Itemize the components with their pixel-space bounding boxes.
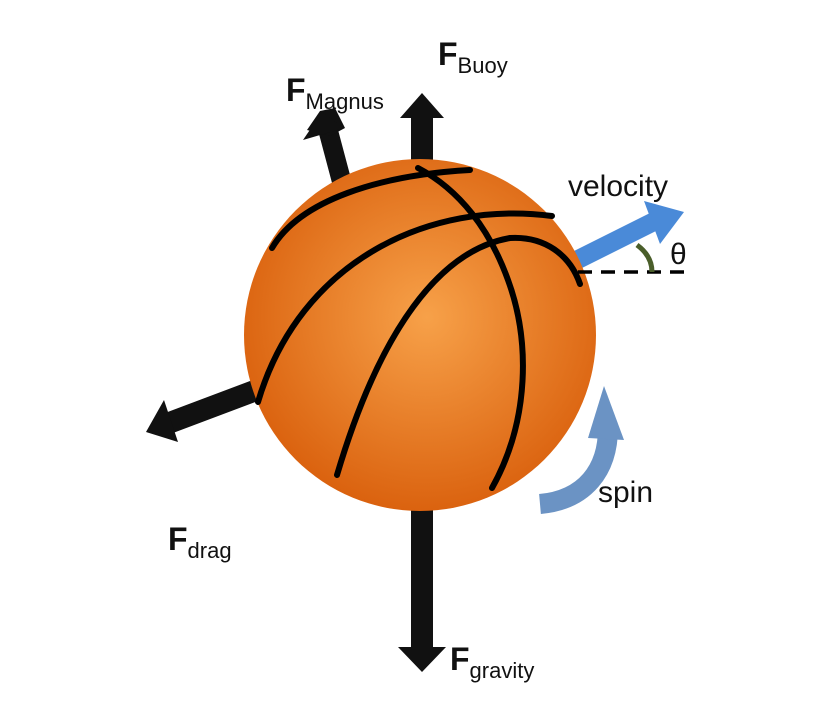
force-arrow-buoy [400,93,444,170]
label-f-drag: Fdrag [168,521,232,563]
angle-arc [637,245,652,272]
label-f-magnus: FMagnus [286,72,384,114]
force-arrow-drag [146,378,266,442]
label-velocity: velocity [568,170,668,203]
label-f-buoy: FBuoy [438,36,508,78]
label-f-gravity: Fgravity [450,641,534,683]
basketball-icon [244,159,596,511]
force-arrow-gravity [398,495,446,672]
label-spin: spin [598,476,653,509]
velocity-arrow-icon [572,201,684,269]
label-theta: θ [670,238,687,271]
